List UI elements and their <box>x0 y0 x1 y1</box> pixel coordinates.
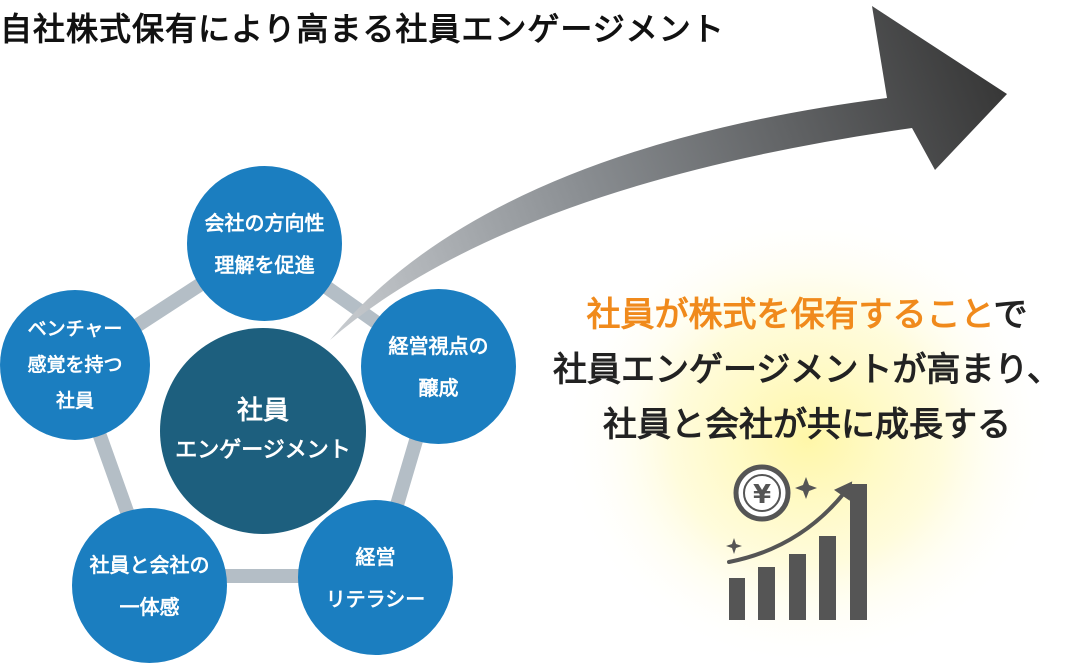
node-venture-mindset: ベンチャー 感覚を持つ 社員 <box>0 290 150 440</box>
growth-arrow <box>330 6 1007 340</box>
message-line1: 社員が株式を保有することで <box>528 288 1086 343</box>
yen-growth-chart-icon: ¥ <box>726 464 867 620</box>
message-line3: 社員と会社が共に成長する <box>603 405 1011 445</box>
node-label: 感覚を持つ <box>27 354 123 376</box>
center-node-line1: 社員 <box>236 396 289 426</box>
node-label: 醸成 <box>418 375 459 400</box>
message-highlight: 社員が株式を保有すること <box>586 295 994 335</box>
node-management-perspective: 経営視点の 醸成 <box>361 289 516 444</box>
node-label: 社員と会社の <box>89 552 210 577</box>
page-title: 自社株式保有により高まる社員エンゲージメント <box>0 10 725 48</box>
node-label: 理解を促進 <box>214 252 315 277</box>
center-node-engagement: 社員 エンゲージメント <box>160 328 366 534</box>
center-node-line2: エンゲージメント <box>175 438 351 463</box>
node-unity: 社員と会社の 一体感 <box>72 508 227 663</box>
node-label: 一体感 <box>119 594 180 619</box>
message-line2: 社員エンゲージメントが高まり、 <box>553 350 1061 390</box>
svg-text:¥: ¥ <box>753 480 771 510</box>
node-label: 経営視点の <box>388 333 489 358</box>
node-management-literacy: 経営 リテラシー <box>298 500 453 655</box>
node-label: リテラシー <box>325 586 426 611</box>
node-label: 社員 <box>55 390 94 412</box>
node-label: 会社の方向性 <box>204 210 325 235</box>
node-company-direction: 会社の方向性 理解を促進 <box>187 166 342 321</box>
highlight-glow <box>560 208 1056 668</box>
node-label: ベンチャー <box>27 318 123 340</box>
message-line1-rest: で <box>993 295 1028 335</box>
key-message: 社員が株式を保有することで 社員エンゲージメントが高まり、 社員と会社が共に成長… <box>528 288 1086 453</box>
node-label: 経営 <box>355 544 396 569</box>
